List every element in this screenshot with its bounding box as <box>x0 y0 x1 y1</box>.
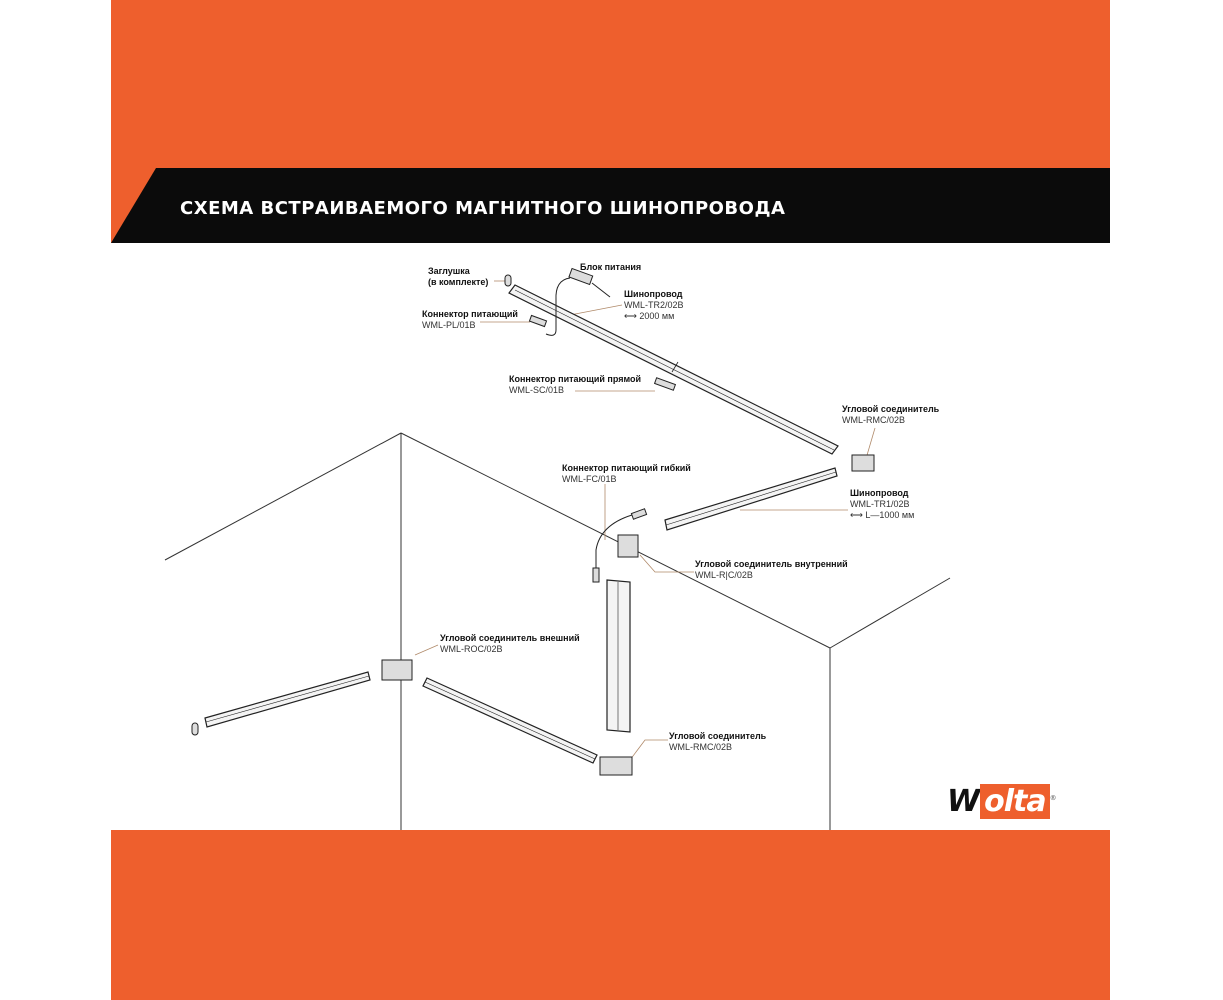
label-power-unit: Блок питания <box>580 262 642 272</box>
inner-corner-icon <box>617 534 639 558</box>
components <box>191 267 875 776</box>
power-unit-icon <box>568 267 594 286</box>
outer-corner-icon <box>381 659 413 681</box>
end-cap-lower-icon <box>191 722 199 736</box>
track-rails <box>204 284 839 764</box>
flex-connector-plug-icon <box>630 508 648 520</box>
label-end-cap: Заглушка(в комплекте) <box>428 266 489 287</box>
end-cap-icon <box>504 274 512 287</box>
track-vertical <box>606 579 631 733</box>
top-orange-panel <box>111 0 1110 168</box>
page-title: СХЕМА ВСТРАИВАЕМОГО МАГНИТНОГО ШИНОПРОВО… <box>180 198 786 219</box>
track-lower-left <box>204 671 371 728</box>
power-cable <box>545 277 571 336</box>
leader-lines <box>414 280 876 761</box>
bottom-orange-panel <box>111 830 1110 1000</box>
corner-bottom-icon <box>599 756 633 776</box>
title-band <box>111 168 1110 243</box>
power-connector-icon <box>528 314 548 328</box>
straight-connector-icon <box>653 377 677 391</box>
room-walls <box>164 432 951 830</box>
track-1000 <box>664 467 838 531</box>
corner-top-icon <box>851 454 875 472</box>
flex-connector-end-icon <box>592 567 600 583</box>
